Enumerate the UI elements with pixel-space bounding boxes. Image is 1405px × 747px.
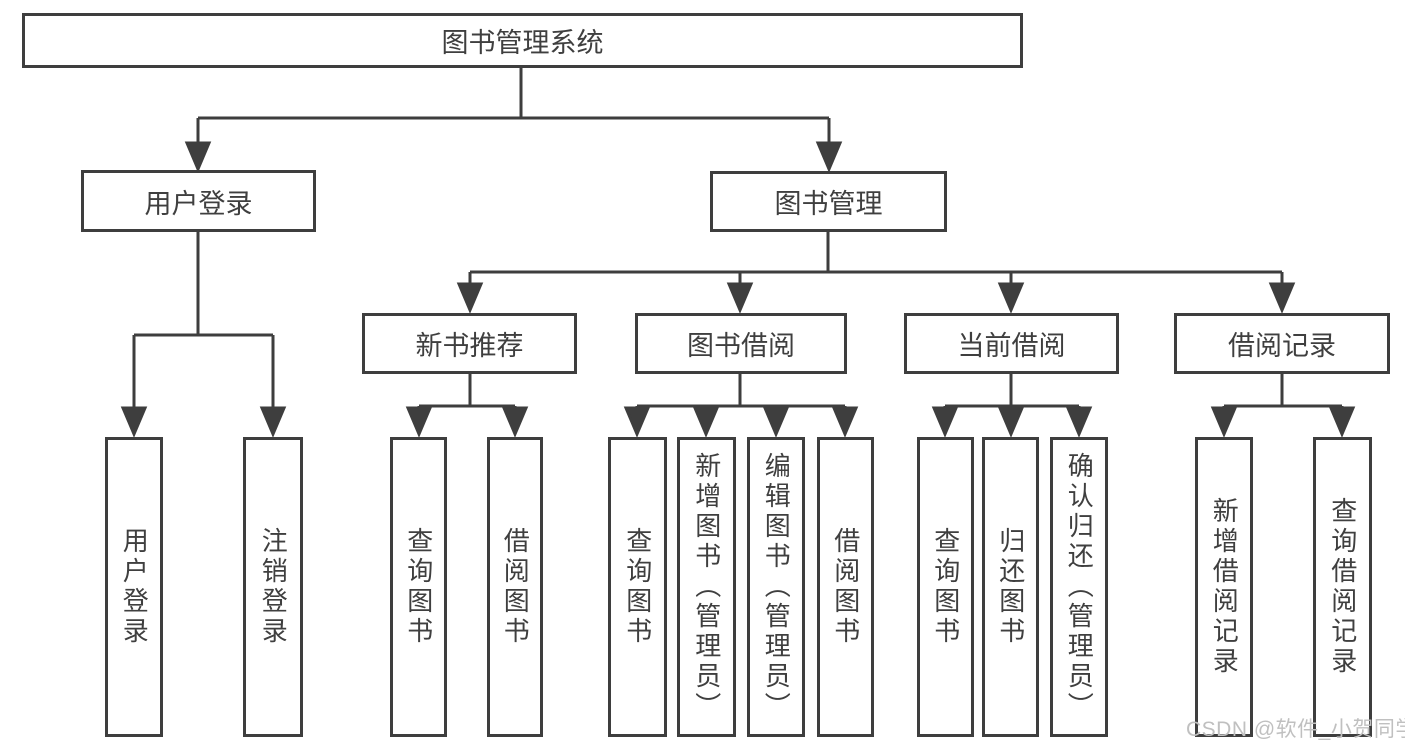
leaf-br-query-record: 查询借阅记录 [1313, 437, 1372, 737]
node-label: 新增借阅记录 [1209, 497, 1240, 677]
leaf-bb-borrow-books: 借阅图书 [817, 437, 874, 737]
node-label: 确认归还（管理员） [1064, 452, 1095, 722]
arrowhead [259, 406, 287, 438]
arrowhead [1268, 282, 1296, 314]
node-label: 查询借阅记录 [1327, 497, 1358, 677]
arrowhead [815, 141, 843, 173]
leaf-bb-query-books: 查询图书 [608, 437, 667, 737]
node-label: 用户登录 [119, 527, 150, 647]
node-label: 借阅记录 [1228, 331, 1336, 361]
watermark: CSDN @软件_小贺同学 [1186, 718, 1405, 741]
node-label: 图书借阅 [687, 331, 795, 361]
node-label: 查询图书 [403, 527, 434, 647]
node-borrow-records: 借阅记录 [1174, 313, 1390, 374]
arrowhead [1065, 406, 1093, 438]
arrowhead [762, 406, 790, 438]
node-label: 用户登录 [144, 188, 253, 219]
arrowhead [931, 406, 959, 438]
leaf-cb-query-books: 查询图书 [917, 437, 974, 737]
leaf-br-add-record: 新增借阅记录 [1195, 437, 1253, 737]
node-label: 借阅图书 [500, 527, 531, 647]
node-label: 注销登录 [258, 527, 289, 647]
connector-root-to-level2 [184, 68, 843, 173]
arrowhead [184, 141, 212, 173]
node-new-book-rec: 新书推荐 [362, 313, 577, 374]
leaf-nbr-borrow-books: 借阅图书 [487, 437, 543, 737]
node-label: 图书管理系统 [441, 28, 604, 58]
node-label: 查询图书 [622, 527, 653, 647]
connector-current-borrow-children [931, 374, 1093, 438]
node-current-borrow: 当前借阅 [904, 313, 1119, 374]
connector-borrow-records-children [1210, 374, 1356, 438]
arrowhead [726, 282, 754, 314]
arrowhead [120, 406, 148, 438]
arrowhead [405, 406, 433, 438]
node-root: 图书管理系统 [22, 13, 1023, 68]
node-user-login: 用户登录 [81, 170, 316, 232]
leaf-cb-confirm-return-admin: 确认归还（管理员） [1050, 437, 1108, 737]
leaf-nbr-query-books: 查询图书 [390, 437, 447, 737]
leaf-logout: 注销登录 [243, 437, 303, 737]
arrowhead [997, 406, 1025, 438]
node-label: 当前借阅 [957, 331, 1066, 361]
arrowhead [692, 406, 720, 438]
leaf-bb-add-books-admin: 新增图书（管理员） [677, 437, 736, 737]
arrowhead [501, 406, 529, 438]
node-label: 新书推荐 [415, 331, 524, 361]
arrowhead [623, 406, 651, 438]
node-label: 图书管理 [774, 189, 883, 219]
arrowhead [997, 282, 1025, 314]
node-label: 编辑图书（管理员） [761, 452, 792, 722]
leaf-cb-return-books: 归还图书 [982, 437, 1039, 737]
node-book-mgmt: 图书管理 [710, 171, 947, 232]
node-label: 归还图书 [995, 527, 1026, 647]
connector-new-book-rec-children [405, 374, 529, 438]
arrowhead [1210, 406, 1238, 438]
leaf-bb-edit-books-admin: 编辑图书（管理员） [747, 437, 805, 737]
leaf-user-login: 用户登录 [105, 437, 163, 737]
node-label: 查询图书 [930, 527, 961, 647]
node-book-borrow: 图书借阅 [635, 313, 847, 374]
connector-book-borrow-children [623, 374, 859, 438]
arrowhead [456, 282, 484, 314]
connector-book-mgmt-to-level3 [456, 232, 1296, 314]
arrowhead [831, 406, 859, 438]
arrowhead [1328, 406, 1356, 438]
node-label: 借阅图书 [830, 527, 861, 647]
connector-user-login-children [120, 231, 287, 438]
node-label: 新增图书（管理员） [691, 452, 722, 722]
